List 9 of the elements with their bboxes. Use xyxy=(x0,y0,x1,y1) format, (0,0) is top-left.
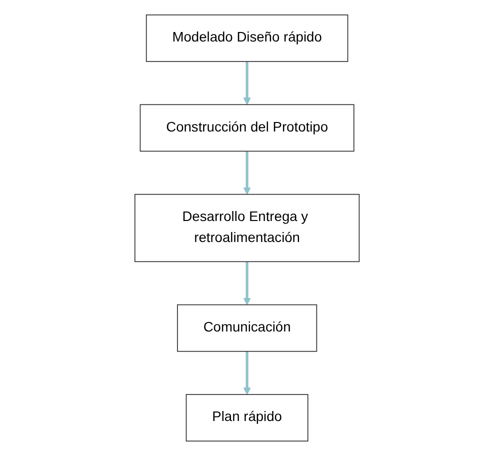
arrow xyxy=(243,351,251,395)
node-box: Plan rápido xyxy=(186,394,308,442)
arrow xyxy=(243,262,251,306)
node-box: Modelado Diseño rápido xyxy=(146,14,348,62)
node-box: Comunicación xyxy=(176,304,318,352)
node-box: Construcción del Prototipo xyxy=(140,104,354,152)
arrow xyxy=(243,151,251,195)
arrow xyxy=(243,62,251,105)
node-box: Desarrollo Entrega y retroalimentación xyxy=(134,194,360,262)
